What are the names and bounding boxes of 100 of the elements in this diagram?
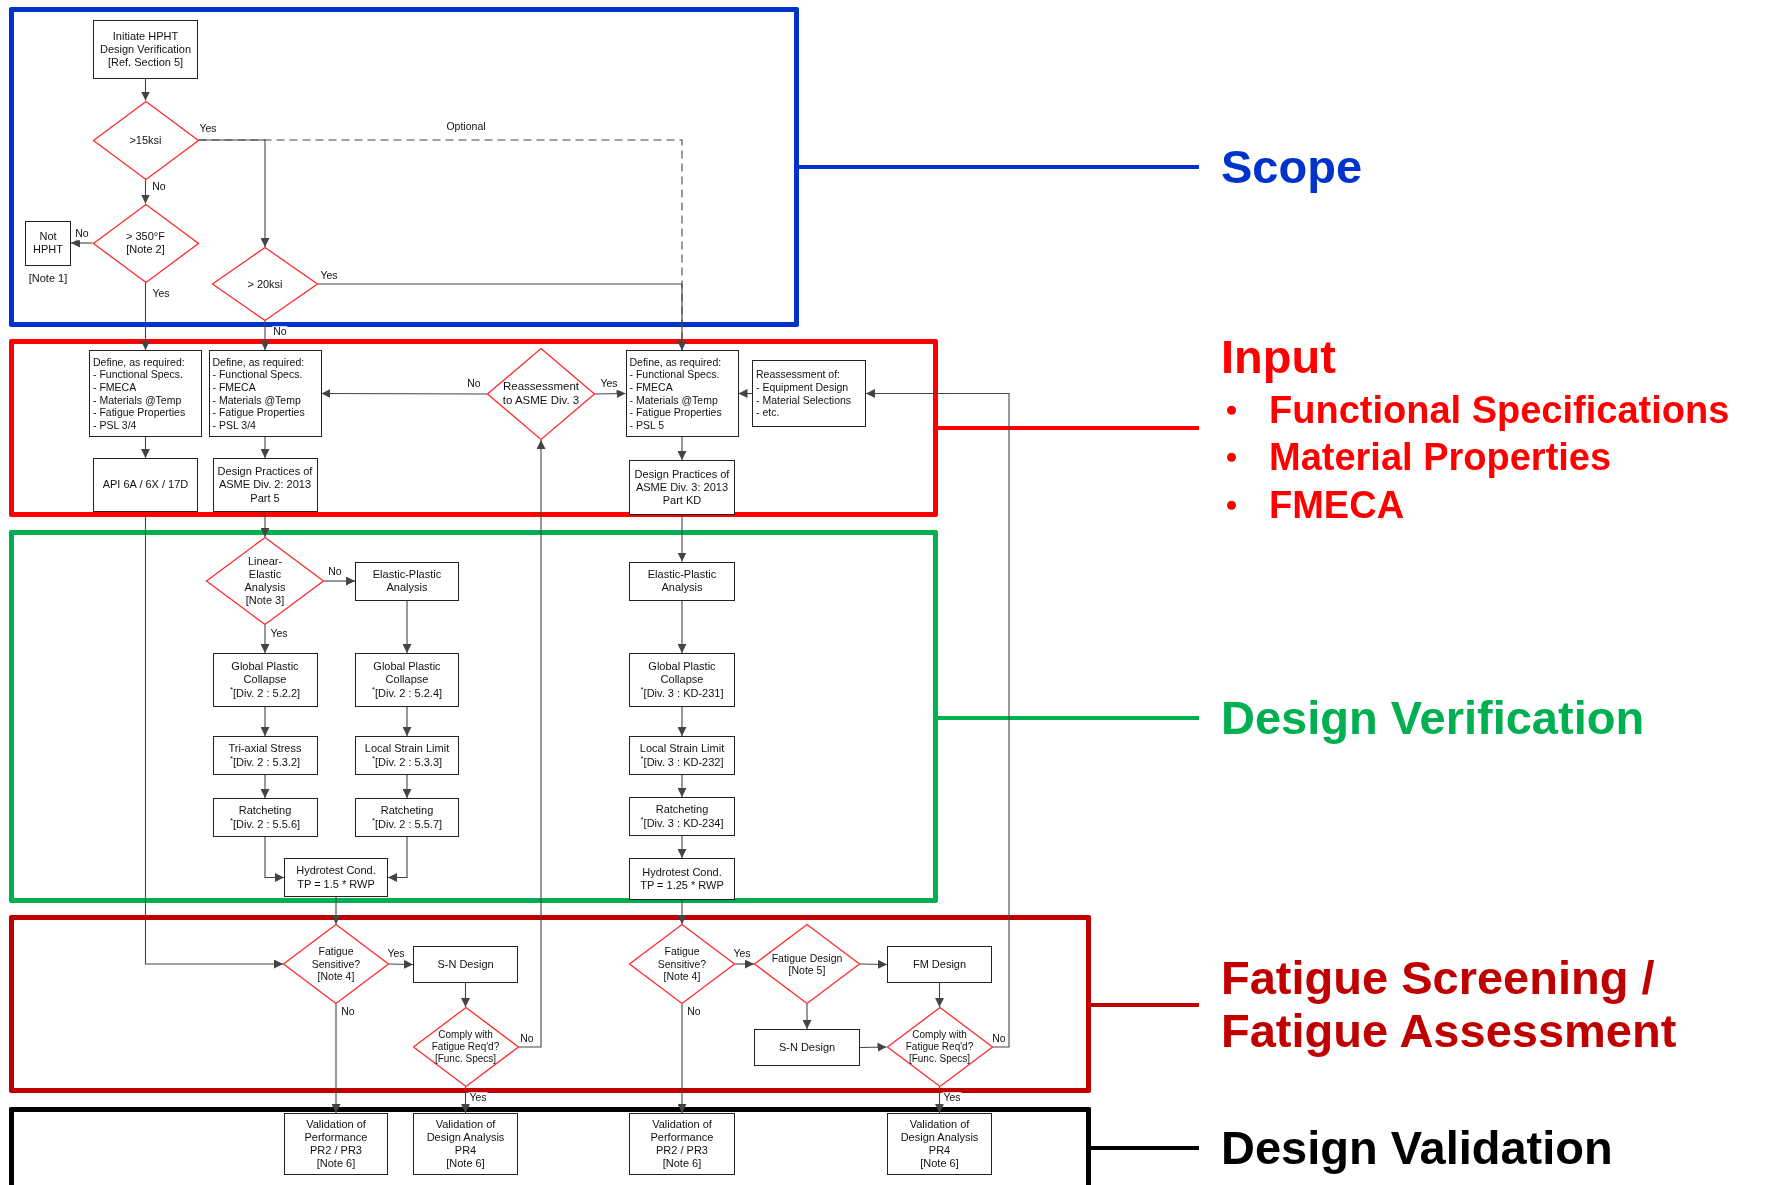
process-box	[629, 858, 735, 900]
box-text: Global Plastic Collapse	[647, 660, 717, 687]
box-text: - PSL 3/4	[93, 418, 137, 432]
box-text: $^{*}$[Div. 3 : KD-234]	[640, 816, 724, 830]
process-box	[754, 1029, 860, 1066]
bullet-item: Functional Specifications	[1221, 388, 1730, 432]
edge-label: Optional	[445, 121, 487, 133]
box-text: - Fatigue Properties	[93, 406, 186, 419]
edge-label: Yes	[151, 288, 171, 300]
process-box	[887, 1113, 992, 1175]
process-box	[629, 561, 735, 601]
box-text: Ratcheting	[238, 804, 292, 818]
box-text: - Functional Specs.	[93, 368, 183, 381]
box-text: Define, as required:	[629, 355, 722, 369]
box-text: - Equipment Design	[756, 380, 849, 394]
edge-label: No	[466, 378, 482, 390]
box-text: - Fatigue Properties	[212, 406, 305, 419]
arrow	[677, 899, 687, 925]
arrow	[935, 1086, 944, 1114]
arrow	[402, 706, 412, 737]
process-box	[89, 350, 202, 437]
edge-label: No	[272, 326, 288, 338]
diamond-text: > 20ksi	[247, 277, 283, 291]
section-heading: Scope	[1221, 140, 1363, 194]
diamond-text: Fatigue Sensitive? [Note 4]	[310, 945, 362, 983]
box-text: - FMECA	[629, 380, 673, 394]
arrow	[144, 511, 284, 969]
box-text: - Materials @Temp	[212, 393, 301, 407]
arrow	[859, 959, 888, 969]
process-box	[629, 460, 735, 515]
process-box	[625, 350, 739, 437]
box-text: - Functional Specs.	[629, 368, 720, 381]
arrow	[320, 389, 488, 399]
box-text: - Material Selections	[756, 393, 852, 407]
box-text: - Materials @Temp	[93, 393, 182, 407]
arrow	[402, 599, 412, 654]
arrow	[260, 320, 270, 351]
box-text: Validation of Design Analysis	[425, 1117, 506, 1144]
box-text: TP = 1.5 * RWP	[297, 877, 375, 891]
box-text: $^{*}$[Div. 2 : 5.3.3]	[371, 755, 443, 769]
process-box	[355, 736, 459, 775]
box-text: - PSL 5	[629, 418, 665, 432]
box-text: PR4	[454, 1144, 477, 1158]
box-text: - FMECA	[93, 380, 137, 394]
edge-label: No	[991, 1033, 1007, 1045]
arrow	[260, 511, 270, 538]
box-text: API 6A / 6X / 17D	[102, 478, 189, 492]
bullet-item: FMECA	[1221, 483, 1405, 527]
arrow	[737, 389, 753, 398]
box-text: $^{*}$[Div. 2 : 5.5.6]	[229, 817, 301, 831]
edge-label: No	[327, 566, 343, 578]
box-text: Hydrotest Cond.	[296, 864, 376, 878]
edge-label: No	[151, 181, 167, 193]
box-text: PR2 / PR3	[310, 1144, 362, 1158]
arrow	[388, 959, 414, 969]
box-text: TP = 1.25 * RWP	[640, 879, 724, 893]
arrow	[461, 1086, 470, 1114]
box-text: Design Practices of ASME Div. 2: 2013 Part 5	[216, 465, 314, 505]
box-text: Ratcheting	[655, 803, 709, 817]
arrow	[517, 439, 546, 1048]
diamond-text: Comply with Fatigue Req'd? [Func. Specs]	[904, 1029, 975, 1065]
process-box	[629, 653, 735, 707]
box-text: - FMECA	[212, 380, 256, 394]
diamond-text: >15ksi	[129, 133, 162, 147]
process-box	[284, 858, 388, 897]
box-text: Define, as required:	[93, 355, 185, 369]
edge-label: Yes	[386, 948, 406, 960]
box-text: [Note 6]	[662, 1157, 702, 1171]
process-box	[212, 798, 318, 837]
diamond-text: > 350°F [Note 2]	[125, 230, 166, 256]
box-text: Design Practices of ASME Div. 3: 2013 Part KD	[633, 467, 731, 508]
section-heading: Fatigue Screening / Fatigue Assessment	[1221, 952, 1678, 1058]
box-text: S-N Design	[437, 957, 494, 972]
box-text: Validation of Performance	[649, 1117, 715, 1144]
arrow	[260, 774, 270, 799]
arrow	[387, 836, 408, 882]
arrow	[677, 706, 687, 737]
box-text: - etc.	[756, 406, 780, 419]
box-text: Global Plastic Collapse	[230, 660, 300, 687]
arrow	[323, 576, 356, 586]
arrow	[141, 281, 150, 351]
box-text: Tri-axial Stress	[228, 742, 302, 756]
arrow	[677, 514, 687, 563]
edge-label: Yes	[269, 628, 289, 640]
edge-label: Yes	[198, 123, 218, 135]
box-text: Reassessment of:	[756, 368, 841, 381]
diamond-text: Reassessment to ASME Div. 3	[501, 380, 581, 408]
arrow	[677, 1003, 687, 1114]
arrow	[141, 178, 150, 205]
edge-label: No	[686, 1006, 702, 1018]
arrow	[461, 982, 470, 1008]
edge-label: Yes	[319, 270, 339, 282]
edge-label: Yes	[732, 948, 752, 960]
process-box	[355, 561, 459, 601]
box-text: Hydrotest Cond.	[642, 865, 722, 879]
box-text: Define, as required:	[212, 355, 305, 369]
arrow	[677, 436, 687, 461]
box-text: $^{*}$[Div. 2 : 5.2.2]	[229, 686, 301, 700]
box-text: Local Strain Limit	[364, 742, 450, 756]
box-text: S-N Design	[778, 1040, 836, 1055]
